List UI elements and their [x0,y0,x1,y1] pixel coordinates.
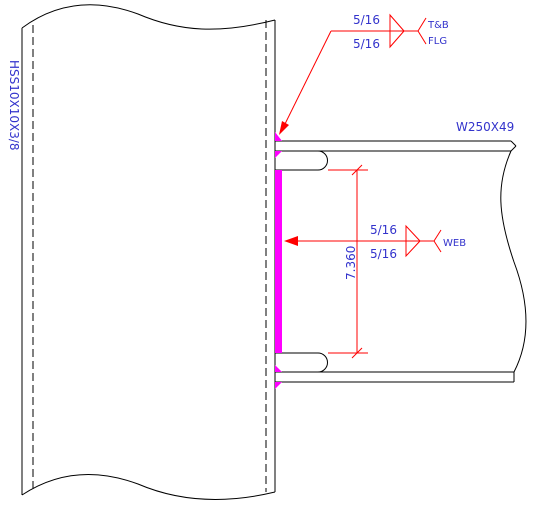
beam-bottom-access-hole [274,352,328,373]
flange-fillet-symbol-bottom [389,30,405,49]
web-weld-size-bottom: 5/16 [370,247,397,261]
welds [275,132,282,389]
web-weld-arrowhead [284,236,298,246]
bottom-flange-weld-top [275,365,282,372]
flange-fillet-symbol-top [389,13,405,32]
flange-weld-symbol: 5/16 5/16 T&B FLG [279,13,449,135]
web-weld-size-top: 5/16 [370,223,397,237]
flange-weld-leader [282,30,332,129]
flange-weld-tail-bottom [417,30,427,45]
hss-column: HSS10X10X3/8 [7,4,276,501]
column-section-label: HSS10X10X3/8 [7,60,21,151]
dimension-value: 7.360 [344,246,358,280]
flange-weld-size-bottom: 5/16 [353,37,380,51]
flange-weld-note-line2: FLG [428,36,447,47]
flange-weld-tail-top [417,17,427,32]
beam-top-access-hole [274,150,328,171]
web-weld-note: WEB [443,238,466,249]
flange-weld-arrowhead [279,121,289,135]
web-fillet-symbol-bottom [405,240,421,258]
web-weld-symbol: 5/16 5/16 WEB [284,223,466,261]
column-top-break-line [21,4,276,30]
column-bottom-break-line [21,474,276,501]
top-flange-weld-bottom [275,151,282,158]
web-weld-tail-bottom [433,240,442,253]
bottom-flange-weld-bottom [275,382,282,389]
beam-section-label: W250X49 [456,120,514,134]
web-fillet-symbol-top [405,224,421,242]
flange-weld-size-top: 5/16 [353,13,380,27]
w-beam: W250X49 [274,120,527,383]
flange-weld-note-line1: T&B [427,20,449,31]
top-flange-weld-top [275,132,282,141]
web-weld [275,170,282,353]
web-weld-tail-top [433,229,442,242]
beam-web-break-line [500,150,527,373]
web-weld-dimension: 7.360 [328,164,368,359]
